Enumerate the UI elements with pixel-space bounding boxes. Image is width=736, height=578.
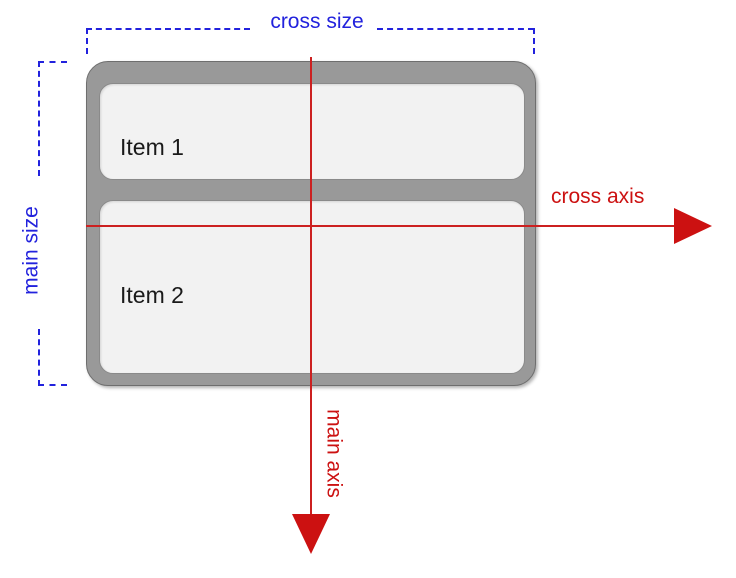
cross-size-tick-left xyxy=(86,28,88,54)
cross-size-label: cross size xyxy=(270,10,364,33)
cross-axis-arrow-icon xyxy=(674,208,712,244)
flex-item-2-label: Item 2 xyxy=(120,282,184,308)
main-size-label: main size xyxy=(19,206,43,295)
main-size-bracket-top-arm xyxy=(38,61,40,176)
cross-axis-label: cross axis xyxy=(551,185,645,208)
main-size-bracket-bottom-arm xyxy=(38,329,40,386)
main-size-tick-top xyxy=(38,61,67,63)
flex-item-1: Item 1 xyxy=(99,83,525,180)
main-axis-arrow-icon xyxy=(292,514,330,554)
main-size-tick-bottom xyxy=(38,384,67,386)
cross-size-bracket-right-arm xyxy=(377,28,534,30)
flex-item-2: Item 2 xyxy=(99,200,525,374)
main-axis-line xyxy=(310,57,312,517)
cross-axis-line xyxy=(86,225,677,227)
flex-item-1-label: Item 1 xyxy=(120,134,184,160)
main-axis-label: main axis xyxy=(322,409,346,498)
cross-size-bracket-left-arm xyxy=(86,28,250,30)
cross-size-tick-right xyxy=(533,28,535,54)
